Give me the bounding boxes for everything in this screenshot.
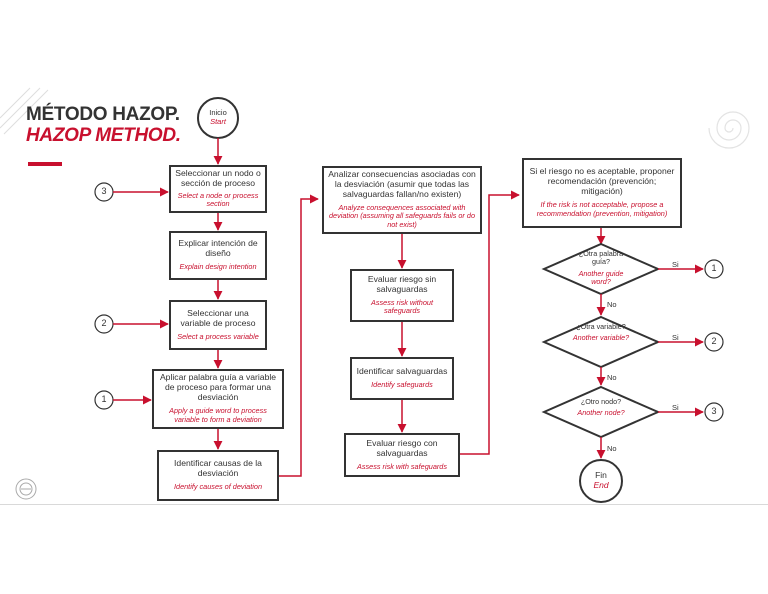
connector-1-left-label: 1 bbox=[101, 394, 107, 404]
connector-2-right-label: 2 bbox=[711, 336, 717, 346]
step-risk-without: Evaluar riesgo sin salvaguardas Assess r… bbox=[350, 269, 454, 322]
no-label-3: No bbox=[607, 444, 617, 453]
step-select-variable: Seleccionar una variable de proceso Sele… bbox=[169, 300, 267, 350]
end-node bbox=[579, 459, 623, 503]
connector-3-left-label: 3 bbox=[101, 186, 107, 196]
no-label-1: No bbox=[607, 300, 617, 309]
step-safeguards: Identificar salvaguardas Identify safegu… bbox=[350, 357, 454, 400]
step-select-node: Seleccionar un nodo o sección de proceso… bbox=[169, 165, 267, 213]
certification-seal-icon bbox=[15, 478, 37, 500]
footer-divider bbox=[0, 504, 768, 505]
connector-1-right-label: 1 bbox=[711, 263, 717, 273]
decision-other-guide-word-text: ¿Otra palabra guía? Another guide word? bbox=[578, 249, 624, 286]
decision-other-node-text: ¿Otro nodo? Another node? bbox=[577, 397, 625, 418]
start-label: Inicio End Start bbox=[209, 108, 227, 126]
title-accent-bar bbox=[28, 162, 62, 166]
step-consequences: Analizar consecuencias asociadas con la … bbox=[322, 166, 482, 234]
yes-label-1: Si bbox=[672, 260, 679, 269]
decision-other-variable-text: ¿Otra variable? Another variable? bbox=[572, 322, 630, 343]
connector-2-left-label: 2 bbox=[101, 318, 107, 328]
end-label: Fin End bbox=[593, 470, 609, 490]
step-design-intent: Explicar intención de diseño Explain des… bbox=[169, 231, 267, 280]
step-guide-word: Aplicar palabra guía a variable de proce… bbox=[152, 369, 284, 429]
connector-2-right bbox=[704, 332, 724, 352]
step-risk-with: Evaluar riesgo con salvaguardas Assess r… bbox=[344, 433, 460, 477]
slide: MÉTODO HAZOP. HAZOP METHOD. Inicio End S… bbox=[0, 78, 768, 510]
spiral-icon bbox=[708, 111, 750, 149]
connector-3-right bbox=[704, 402, 724, 422]
step-causes: Identificar causas de la desviación Iden… bbox=[157, 450, 279, 501]
yes-label-3: Si bbox=[672, 403, 679, 412]
yes-label-2: Si bbox=[672, 333, 679, 342]
step-recommendation: Si el riesgo no es aceptable, proponer r… bbox=[522, 158, 682, 228]
connector-3-right-label: 3 bbox=[711, 406, 717, 416]
no-label-2: No bbox=[607, 373, 617, 382]
title-spanish: MÉTODO HAZOP. bbox=[26, 104, 180, 125]
decorative-strokes bbox=[0, 87, 49, 135]
connector-1-right bbox=[704, 259, 724, 279]
flowchart-lines bbox=[0, 87, 750, 503]
title-english: HAZOP METHOD. bbox=[26, 125, 181, 146]
